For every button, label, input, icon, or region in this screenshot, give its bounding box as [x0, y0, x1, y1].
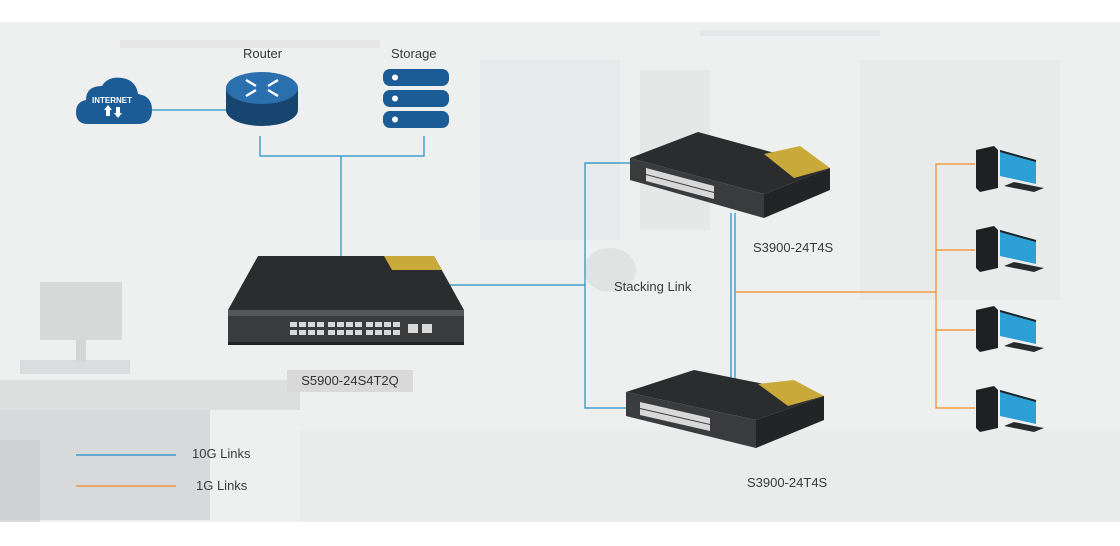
router-label: Router	[243, 46, 283, 61]
legend-1g-label: 1G Links	[196, 478, 248, 493]
switch-s3900-top	[630, 132, 830, 218]
storage-label: Storage	[391, 46, 437, 61]
core-switch-label: S5900-24S4T2Q	[287, 370, 413, 392]
legend-10g-label: 10G Links	[192, 446, 251, 461]
link-pc-bus	[935, 163, 975, 409]
switch-top-label: S3900-24T4S	[753, 240, 834, 255]
desktop-pc-icon	[976, 226, 1044, 272]
link-stack-bus	[584, 162, 630, 409]
10g-links	[76, 109, 736, 456]
stacking-link-label: Stacking Link	[614, 279, 692, 294]
cloud-icon	[76, 77, 152, 124]
storage-server-icon	[383, 69, 449, 128]
switch-bottom-label: S3900-24T4S	[747, 475, 828, 490]
link-router-storage	[259, 136, 425, 157]
internet-label: INTERNET	[92, 96, 132, 105]
1g-links	[76, 163, 975, 487]
switch-s3900-bottom	[626, 370, 824, 448]
core-switch-s5900	[228, 256, 464, 345]
desktop-pc-icon	[976, 386, 1044, 432]
desktop-pc-icon	[976, 146, 1044, 192]
desktop-pc-icon	[976, 306, 1044, 352]
router-icon	[226, 72, 298, 126]
